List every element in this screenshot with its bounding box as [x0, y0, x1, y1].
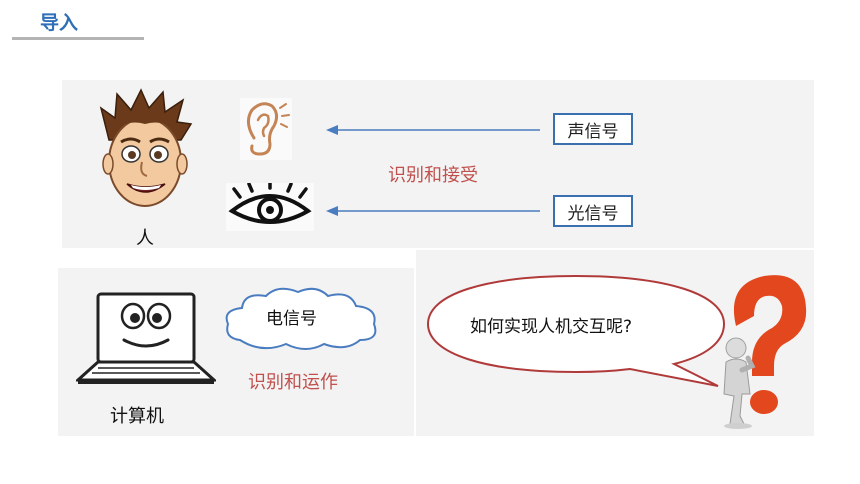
cloud-icon: [225, 287, 377, 350]
eye-icon: [226, 183, 314, 231]
human-face-icon: [99, 88, 193, 207]
human-action-label: 识别和接受: [388, 165, 478, 186]
sound-signal-label: 声信号: [567, 121, 619, 142]
human-label: 人: [136, 228, 154, 249]
computer-action-label: 识别和运作: [248, 372, 338, 393]
speech-bubble: [426, 274, 726, 387]
question-mark-figure-icon: [723, 275, 807, 429]
question-text: 如何实现人机交互呢?: [470, 317, 633, 337]
computer-label: 计算机: [110, 406, 164, 427]
light-signal-label: 光信号: [567, 203, 619, 224]
light-signal-box: 光信号: [553, 195, 633, 227]
sound-signal-box: 声信号: [553, 113, 633, 145]
laptop-icon: [76, 292, 216, 384]
title-underline: [12, 37, 144, 40]
electric-signal-label: 电信号: [266, 309, 317, 329]
ear-icon: [240, 98, 292, 160]
slide-title: 导入: [40, 12, 79, 34]
